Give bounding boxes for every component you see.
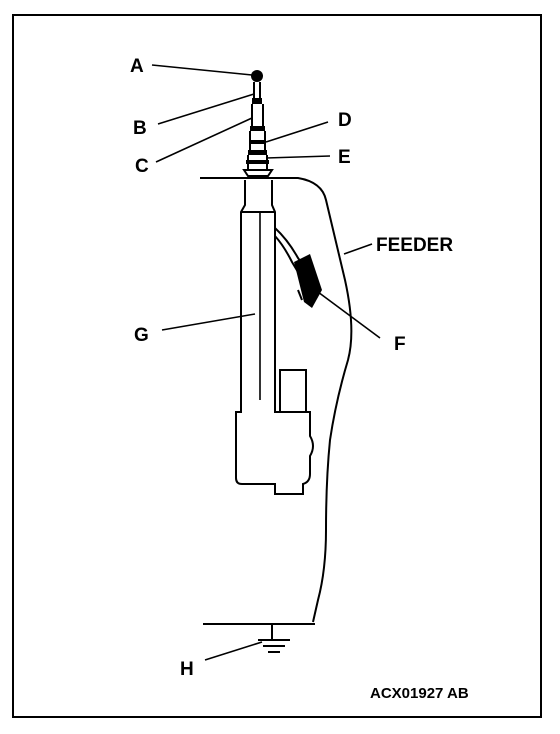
- feeder-cable: [200, 177, 353, 623]
- label-h: H: [180, 659, 194, 680]
- leader-lines: [151, 64, 381, 661]
- antenna-mast: [242, 82, 274, 177]
- label-e: E: [338, 147, 351, 168]
- label-feeder: FEEDER: [376, 235, 453, 256]
- label-g: G: [134, 325, 149, 346]
- label-c: C: [135, 156, 149, 177]
- ground: [203, 623, 315, 653]
- antenna-body: [235, 180, 314, 495]
- antenna-tip: [251, 70, 263, 82]
- label-b: B: [133, 118, 147, 139]
- label-f: F: [394, 334, 406, 355]
- label-a: A: [130, 56, 144, 77]
- label-d: D: [338, 110, 352, 131]
- diagram-frame: [12, 14, 542, 718]
- feeder-connector: [274, 227, 322, 308]
- figure-code: ACX01927 AB: [370, 685, 469, 702]
